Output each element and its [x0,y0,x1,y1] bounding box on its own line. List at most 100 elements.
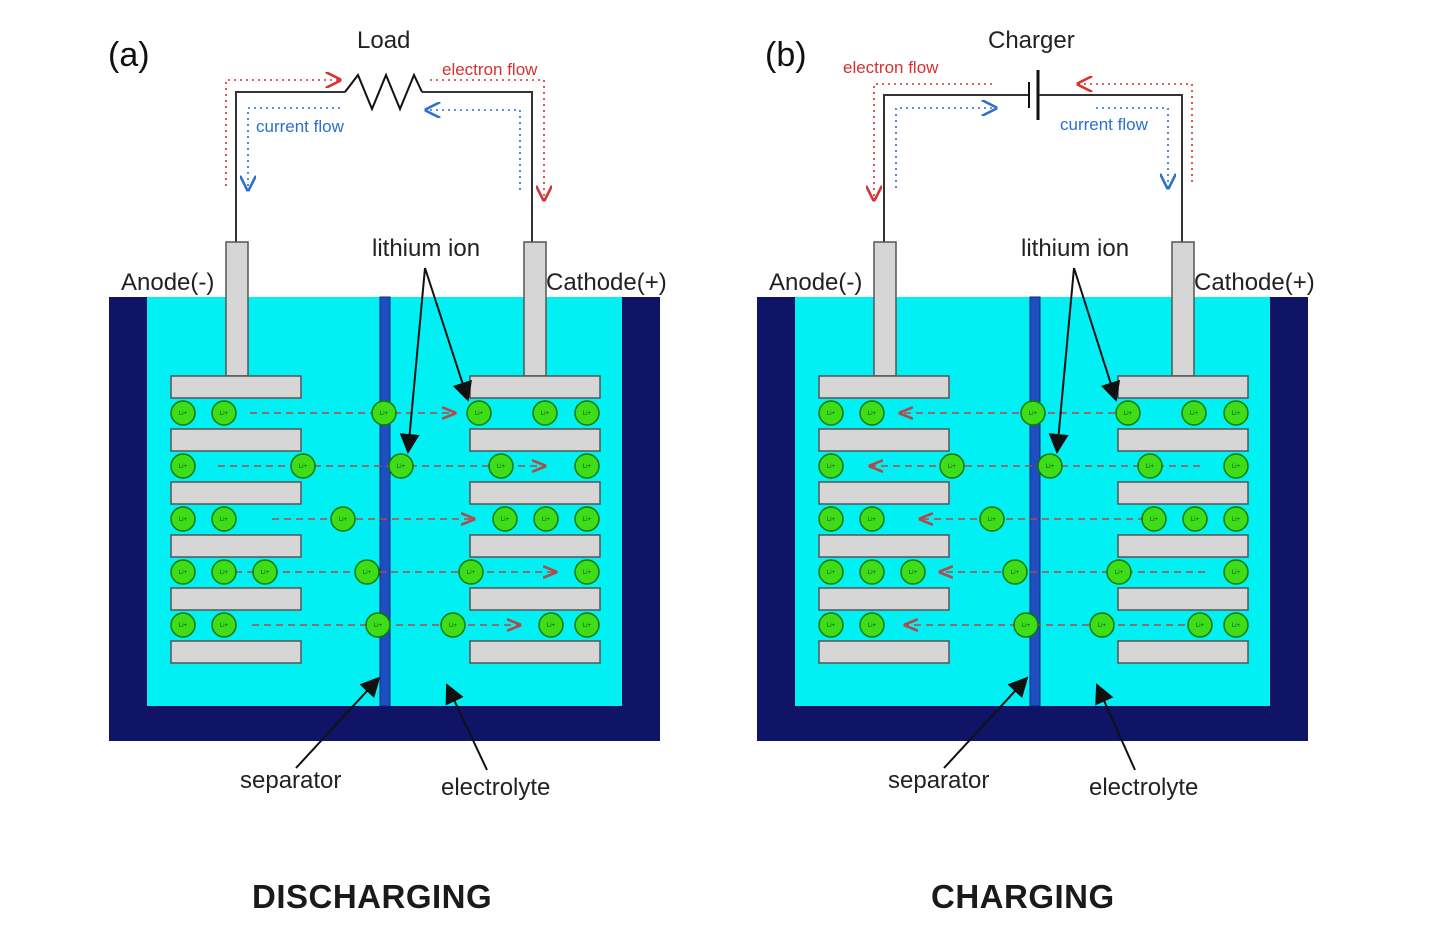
anode-terminal [225,241,249,377]
lithium-ion-symbol: Li+ [583,464,592,470]
cathode-plate [469,481,601,505]
lithium-ion-symbol: Li+ [1146,464,1155,470]
lithium-ion-symbol: Li+ [542,517,551,523]
lithium-ion-icon: Li+ [365,612,391,638]
cathode-plate [469,587,601,611]
lithium-ion-icon: Li+ [440,612,466,638]
lithium-ion-icon: Li+ [170,506,196,532]
lithium-ion-icon: Li+ [458,559,484,585]
lithium-ion-icon: Li+ [170,400,196,426]
lithium-ion-icon: Li+ [1106,559,1132,585]
lithium-ion-symbol: Li+ [1150,517,1159,523]
lithium-ion-symbol: Li+ [261,570,270,576]
lithium-ion-icon: Li+ [1115,400,1141,426]
lithium-ion-symbol: Li+ [1115,570,1124,576]
separator-label: separator [888,767,989,794]
panel-tag: (a) [108,36,150,74]
cathode-label: Cathode(+) [546,269,667,296]
lithium-ion-symbol: Li+ [827,464,836,470]
lithium-ion-icon: Li+ [170,559,196,585]
lithium-ion-pointer [1073,267,1121,402]
lithium-ion-icon: Li+ [1223,506,1249,532]
lithium-ion-symbol: Li+ [475,411,484,417]
current-flow-arrow [426,110,521,190]
lithium-ion-icon: Li+ [574,400,600,426]
lithium-ion-symbol: Li+ [541,411,550,417]
electron-flow-arrow [430,79,544,200]
lithium-ion-icon: Li+ [1223,612,1249,638]
lithium-ion-symbol: Li+ [948,464,957,470]
separator-pointer [295,676,381,769]
lithium-ion-icon: Li+ [1089,612,1115,638]
cathode-plate [1117,375,1249,399]
lithium-ion-icon: Li+ [371,400,397,426]
lithium-ion-icon: Li+ [900,559,926,585]
lithium-ion-symbol: Li+ [1232,570,1241,576]
lithium-ion-icon: Li+ [818,453,844,479]
lithium-ion-symbol: Li+ [179,570,188,576]
cathode-plate [1117,481,1249,505]
lithium-ion-symbol: Li+ [827,517,836,523]
panel-charging: (b) Charger electron flow current flow [757,27,1315,915]
lithium-ion-symbol: Li+ [547,623,556,629]
lithium-ion-symbol: Li+ [1011,570,1020,576]
lithium-ion-icon: Li+ [1141,506,1167,532]
anode-plate [170,587,302,611]
anode-plate [170,534,302,558]
anode-label: Anode(-) [121,269,214,296]
lithium-ion-pointer [1048,267,1075,454]
battery-cell: Li+ Li+ Li+ Li+ Li+ Li+ Li+ Li+ Li+ Li+ Li+ Li+ Li+ L… [757,241,1308,741]
anode-plate [818,534,950,558]
lithium-ion-symbol: Li+ [380,411,389,417]
lithium-ion-symbol: Li+ [827,411,836,417]
lithium-ion-icon: Li+ [859,506,885,532]
electrolyte-label: electrolyte [441,774,550,801]
lithium-ion-icon: Li+ [1002,559,1028,585]
lithium-ion-symbol: Li+ [449,623,458,629]
current-flow-arrow [1096,107,1168,188]
lithium-ion-icon: Li+ [170,453,196,479]
lithium-ion-label: lithium ion [1021,235,1129,262]
cathode-plate [469,428,601,452]
cathode-plate [1117,587,1249,611]
lithium-ion-symbol: Li+ [467,570,476,576]
device-label: Charger [988,27,1075,54]
anode-plate [818,375,950,399]
lithium-ion-symbol: Li+ [1232,623,1241,629]
lithium-ion-icon: Li+ [388,453,414,479]
lithium-ion-symbol: Li+ [501,517,510,523]
lithium-ion-symbol: Li+ [220,623,229,629]
lithium-ion-symbol: Li+ [1232,517,1241,523]
lithium-ion-icon: Li+ [1181,400,1207,426]
separator-pointer [943,676,1029,769]
anode-plate [818,428,950,452]
electron-flow-label: electron flow [442,60,538,79]
lithium-ion-icon: Li+ [1013,612,1039,638]
anode-plate [818,587,950,611]
circuit-wire [235,91,345,242]
electrolyte-label: electrolyte [1089,774,1198,801]
lithium-ion-icon: Li+ [939,453,965,479]
lithium-ion-icon: Li+ [538,612,564,638]
lithium-ion-icon: Li+ [1020,400,1046,426]
separator-label: separator [240,767,341,794]
lithium-ion-symbol: Li+ [827,623,836,629]
lithium-ion-symbol: Li+ [909,570,918,576]
lithium-ion-symbol: Li+ [1232,411,1241,417]
lithium-ion-icon: Li+ [488,453,514,479]
lithium-ion-symbol: Li+ [179,623,188,629]
lithium-ion-icon: Li+ [574,612,600,638]
current-flow-label: current flow [256,117,345,136]
lithium-ion-symbol: Li+ [363,570,372,576]
lithium-ion-symbol: Li+ [1046,464,1055,470]
lithium-ion-symbol: Li+ [868,570,877,576]
lithium-ion-icon: Li+ [1187,612,1213,638]
lithium-ion-icon: Li+ [1223,559,1249,585]
lithium-ion-symbol: Li+ [1190,411,1199,417]
lithium-ion-symbol: Li+ [1191,517,1200,523]
mode-caption: CHARGING [931,878,1115,915]
panel-tag: (b) [765,36,807,74]
lithium-ion-icon: Li+ [211,559,237,585]
cathode-plate [1117,534,1249,558]
